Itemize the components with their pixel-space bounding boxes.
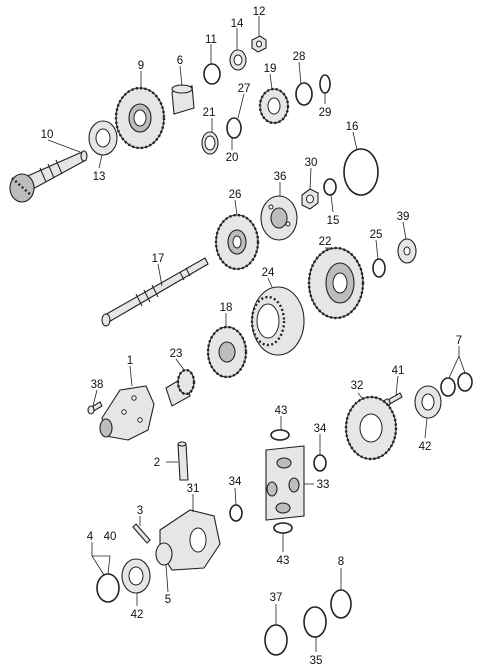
part-24-drum — [250, 286, 305, 356]
callout-20: 20 — [226, 152, 239, 164]
callout-29: 29 — [319, 107, 332, 119]
part-9-gear — [114, 86, 166, 150]
callout-41: 41 — [392, 365, 405, 377]
callout-7: 7 — [456, 335, 462, 347]
part-8-shim — [330, 589, 352, 619]
part-39-washer — [397, 238, 417, 264]
part-1-housing — [99, 385, 155, 441]
callout-21: 21 — [203, 107, 216, 119]
callout-39: 39 — [397, 211, 410, 223]
callout-36: 36 — [274, 171, 287, 183]
callout-5: 5 — [165, 594, 171, 606]
part-10-shaft — [9, 150, 88, 203]
part-11-washer — [203, 63, 221, 85]
callout-9: 9 — [138, 60, 144, 72]
callout-43-top: 43 — [275, 405, 288, 417]
part-17-shaft — [101, 257, 209, 327]
part-13-bearing — [88, 120, 118, 156]
part-30-nut — [301, 188, 319, 210]
callout-33: 33 — [317, 479, 330, 491]
part-28-snap-ring — [295, 82, 313, 106]
part-19-hub — [258, 87, 290, 125]
callout-8: 8 — [338, 556, 344, 568]
callout-37: 37 — [270, 592, 283, 604]
part-27-washer — [226, 117, 242, 139]
callout-25: 25 — [370, 229, 383, 241]
part-14-bearing — [229, 49, 247, 71]
callout-13: 13 — [93, 171, 106, 183]
callout-10: 10 — [41, 129, 54, 141]
callout-23: 23 — [170, 348, 183, 360]
callout-42-left: 42 — [131, 609, 144, 621]
part-32-final-gear — [344, 395, 398, 461]
callout-2: 2 — [154, 457, 160, 469]
part-34-washer-left — [229, 504, 243, 522]
part-15-washer — [323, 178, 337, 196]
callout-17: 17 — [152, 253, 165, 265]
callout-19: 19 — [264, 63, 277, 75]
part-38-bolt — [87, 401, 103, 415]
part-12-nut — [251, 35, 267, 53]
part-26-gear — [214, 213, 260, 271]
callout-40: 40 — [104, 531, 117, 543]
part-35-shim — [303, 606, 327, 638]
callout-35: 35 — [310, 655, 323, 667]
callout-14: 14 — [231, 18, 244, 30]
callout-32: 32 — [351, 380, 364, 392]
callout-34-left: 34 — [229, 476, 242, 488]
part-25-washer — [372, 258, 386, 278]
part-21-washer — [201, 131, 219, 155]
part-23-sun-gear — [165, 368, 196, 407]
part-37-shim — [264, 624, 288, 656]
part-3-roll-pin — [132, 523, 151, 544]
part-4-40-race — [96, 573, 120, 603]
callout-18: 18 — [220, 302, 233, 314]
leader-lines — [47, 16, 466, 652]
part-42-bearing-left — [121, 558, 151, 594]
part-29-snap-ring — [319, 74, 331, 94]
part-31-diff-case — [155, 509, 221, 571]
callout-3: 3 — [137, 505, 143, 517]
callout-16: 16 — [346, 121, 359, 133]
part-16-snap-ring — [343, 148, 379, 196]
callout-30: 30 — [305, 157, 318, 169]
part-7-races — [440, 372, 473, 397]
part-22-ring-gear — [307, 246, 365, 320]
part-43-washer-bottom — [273, 522, 293, 534]
part-6-sleeve — [171, 84, 195, 115]
callout-38: 38 — [91, 379, 104, 391]
callout-numbers: 12 14 11 6 9 28 19 27 29 21 10 16 20 13 … — [41, 6, 463, 667]
callout-15: 15 — [327, 215, 340, 227]
part-2-pin — [177, 441, 189, 481]
part-42-bearing-right — [414, 385, 442, 419]
callout-24: 24 — [262, 267, 275, 279]
part-34-washer-right — [313, 454, 327, 472]
callout-12: 12 — [253, 6, 266, 18]
part-33-pinion-set — [265, 445, 305, 521]
callout-28: 28 — [293, 51, 306, 63]
callout-6: 6 — [177, 55, 183, 67]
callout-31: 31 — [187, 483, 200, 495]
callout-1: 1 — [127, 355, 133, 367]
part-18-planetary — [206, 325, 248, 379]
callout-43-bottom: 43 — [277, 555, 290, 567]
callout-4: 4 — [87, 531, 94, 543]
part-36-carrier — [260, 195, 298, 241]
part-43-washer-top — [270, 429, 290, 441]
callout-27: 27 — [238, 83, 251, 95]
callout-11: 11 — [205, 34, 217, 46]
callout-42-right: 42 — [419, 441, 432, 453]
callout-22: 22 — [319, 236, 332, 248]
callout-34-right: 34 — [314, 423, 327, 435]
callout-26: 26 — [229, 189, 242, 201]
